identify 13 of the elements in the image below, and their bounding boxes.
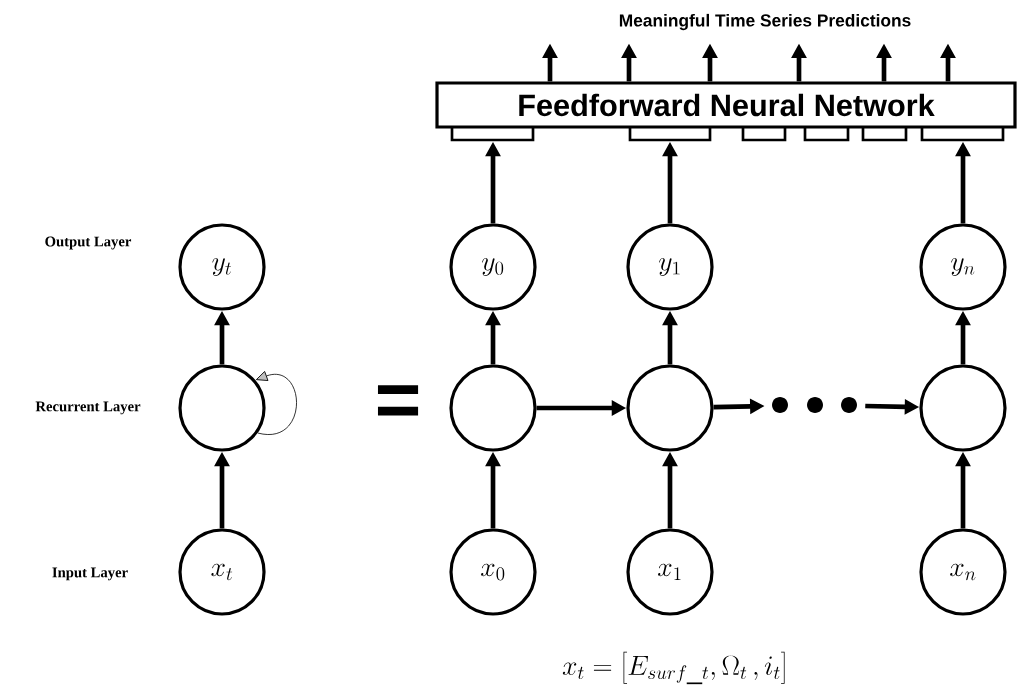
layer-label: Output Layer xyxy=(45,236,132,250)
equals-sign: = xyxy=(377,385,419,416)
title: Meaningful Time Series Predictions xyxy=(619,13,911,31)
layer-label: Input Layer xyxy=(52,567,128,581)
network-box: Feedforward Neural Network xyxy=(435,81,1017,129)
loop-arrow xyxy=(255,371,297,435)
neuron-circle xyxy=(449,364,537,452)
neuron-circle xyxy=(919,364,1007,452)
input-formula: $x_t = \left[E_{surf\_t}, \Omega_t\,, i_t\right]$ xyxy=(562,651,785,685)
neuron-circle xyxy=(626,364,714,452)
neuron-circle xyxy=(178,364,266,452)
layer-label: Recurrent Layer xyxy=(35,401,141,415)
ellipsis-dots xyxy=(772,397,857,413)
